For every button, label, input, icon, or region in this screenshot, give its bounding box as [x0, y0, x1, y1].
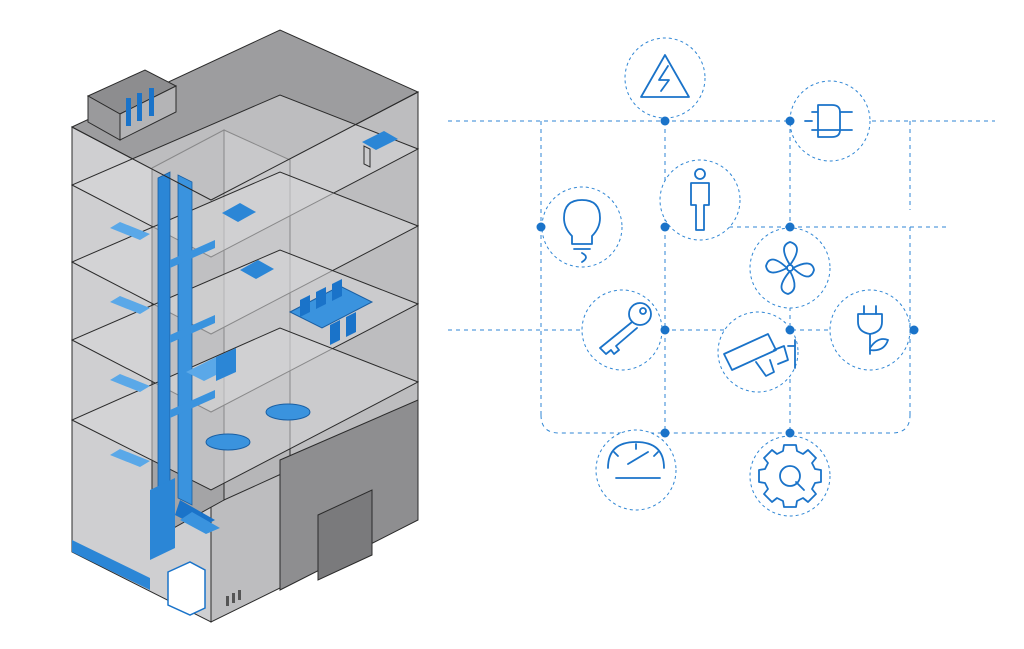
power-plug-icon — [804, 104, 853, 138]
base-duct — [72, 540, 150, 590]
connector-dot — [909, 325, 919, 335]
iot-network-diagram — [448, 37, 995, 517]
building-cutaway — [70, 29, 420, 623]
gear-settings-icon — [758, 444, 822, 508]
person-icon — [690, 168, 710, 231]
round-table-1 — [265, 403, 311, 421]
connector-dot — [660, 222, 670, 232]
speedometer-icon — [607, 441, 665, 479]
key-icon — [599, 302, 652, 355]
connector-dot — [785, 222, 795, 232]
connector-dot — [660, 325, 670, 335]
eco-plug-icon — [857, 305, 889, 355]
ground-floor-door — [317, 489, 373, 581]
security-camera-icon — [723, 333, 796, 377]
utility-riser — [110, 171, 215, 527]
network-connections — [448, 120, 995, 434]
speedometer-node[interactable] — [595, 429, 677, 511]
eco-plug-node[interactable] — [829, 289, 911, 371]
high-voltage-warning-icon — [640, 54, 690, 98]
light-bulb-node[interactable] — [541, 186, 623, 268]
connector-dot — [785, 428, 795, 438]
key-node[interactable] — [581, 289, 663, 371]
connector-dot — [660, 428, 670, 438]
connector-dot — [785, 325, 795, 335]
light-bulb-icon — [563, 199, 601, 263]
connector-dot — [785, 116, 795, 126]
connector-dot — [660, 116, 670, 126]
round-table-2 — [205, 433, 251, 451]
high-voltage-node[interactable] — [624, 37, 706, 119]
gear-settings-node[interactable] — [749, 435, 831, 517]
power-plug-node[interactable] — [789, 80, 871, 162]
security-camera-node[interactable] — [717, 311, 799, 393]
ground-floor-opening — [279, 399, 419, 591]
rooftop-equipment — [86, 69, 178, 141]
fan-icon — [765, 241, 815, 295]
ground-floor-units — [150, 478, 241, 616]
office-furniture — [186, 131, 398, 451]
connector-dot — [536, 222, 546, 232]
fan-node[interactable] — [749, 227, 831, 309]
person-node[interactable] — [659, 159, 741, 241]
